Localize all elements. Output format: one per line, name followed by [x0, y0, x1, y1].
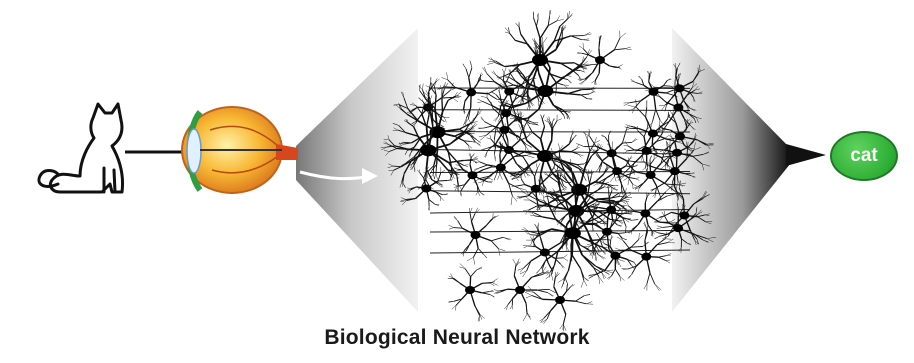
output-node: cat	[830, 131, 898, 181]
diagram-caption: Biological Neural Network	[0, 326, 914, 350]
cat-icon	[39, 104, 123, 192]
arrow-icon	[786, 144, 826, 166]
eye-icon	[182, 107, 298, 193]
neuron-network-icon	[381, 10, 716, 331]
output-funnel	[672, 28, 790, 312]
output-label: cat	[850, 145, 877, 167]
input-funnel	[296, 28, 418, 312]
